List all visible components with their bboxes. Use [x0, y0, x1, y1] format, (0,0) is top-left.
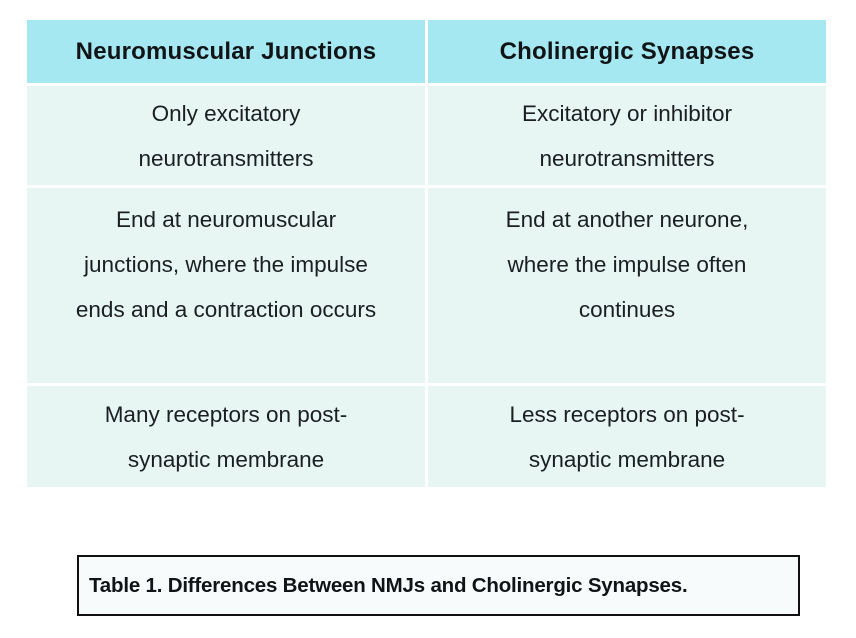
table-cell-nmj-receptors: Many receptors on post- synaptic membran…: [27, 386, 425, 487]
table-cell-cholinergic-receptors: Less receptors on post- synaptic membran…: [428, 386, 826, 487]
table-header-cholinergic-synapses: Cholinergic Synapses: [428, 20, 826, 83]
table-caption: Table 1. Differences Between NMJs and Ch…: [89, 573, 688, 597]
comparison-table: Neuromuscular Junctions Cholinergic Syna…: [27, 20, 826, 487]
table-cell-nmj-endpoint: End at neuromuscular junctions, where th…: [27, 188, 425, 383]
table-cell-cholinergic-neurotransmitters: Excitatory or inhibitor neurotransmitter…: [428, 86, 826, 185]
table-header-neuromuscular-junctions: Neuromuscular Junctions: [27, 20, 425, 83]
table-cell-cholinergic-endpoint: End at another neurone, where the impuls…: [428, 188, 826, 383]
table-caption-box: Table 1. Differences Between NMJs and Ch…: [77, 555, 800, 616]
table-cell-nmj-neurotransmitters: Only excitatory neurotransmitters: [27, 86, 425, 185]
